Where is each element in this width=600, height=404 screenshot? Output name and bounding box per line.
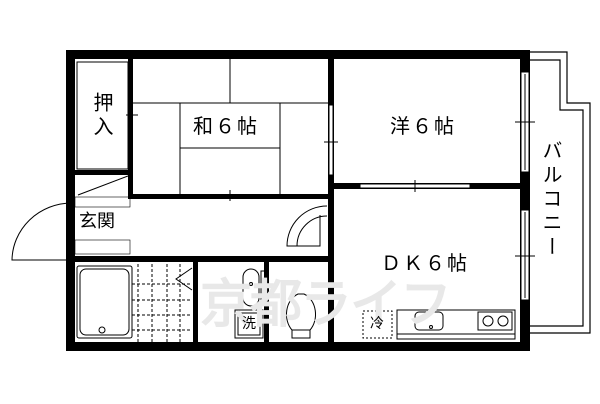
watermark: 京都ライフ	[200, 275, 452, 335]
balcony-label: バルコニー	[539, 140, 563, 260]
fridge-label: 冷	[370, 316, 384, 332]
outer-walls	[66, 50, 530, 351]
youshitsu-label: 洋６帖	[390, 114, 456, 138]
genkan-tiles	[74, 196, 131, 255]
genkan-label: 玄関	[79, 211, 115, 232]
dk-label: ＤＫ６帖	[381, 251, 469, 275]
washitsu-label: 和６帖	[193, 114, 259, 138]
washer-label: 洗	[242, 316, 256, 332]
balcony-outline	[525, 51, 591, 334]
oshiire-label: 押入	[90, 92, 114, 140]
